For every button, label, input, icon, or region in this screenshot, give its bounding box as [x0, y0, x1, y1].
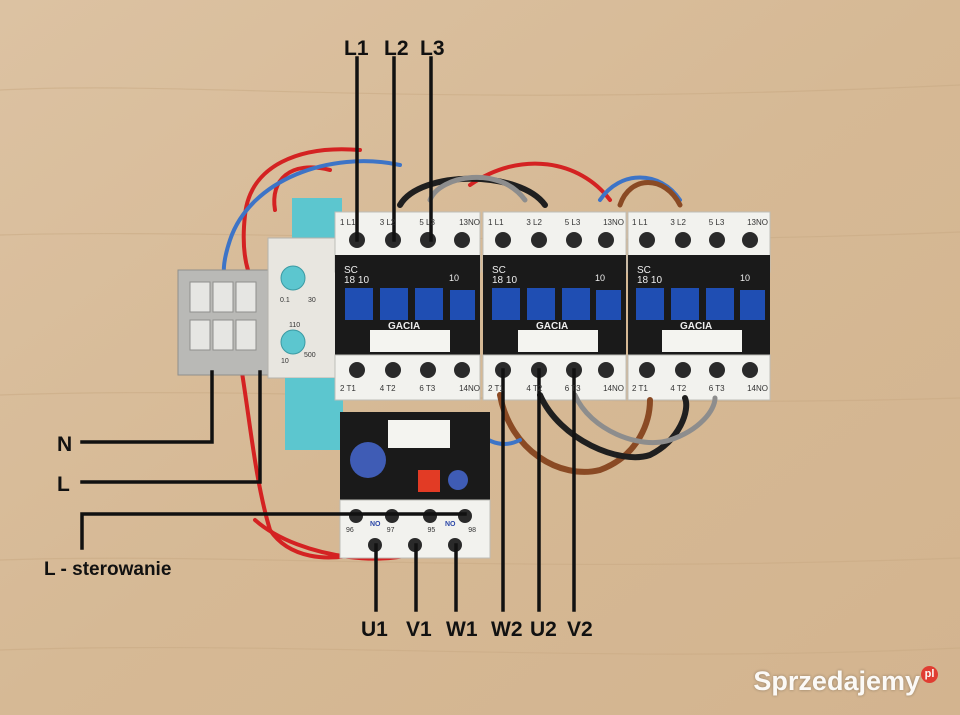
line-L-sterowanie: [80, 512, 467, 550]
terminal-label: 2 T1: [488, 384, 504, 393]
terminal-blocks: [177, 269, 279, 376]
red-wire-down-left: [238, 358, 352, 560]
terminal-label: 13NO: [747, 218, 768, 227]
label-N: N: [57, 433, 73, 456]
label-U1: U1: [361, 618, 388, 641]
terminal-label: 3 L2: [526, 218, 542, 227]
blue-wire-loop: [221, 159, 402, 282]
contactor-2-top-terminals: 1 L1 3 L2 5 L3 13NO: [488, 218, 624, 227]
terminal-label: 14NO: [747, 384, 768, 393]
contactor-2: [482, 211, 627, 401]
brown-wire-top-right: [617, 180, 683, 208]
overload-no-mark-1: NO: [370, 521, 381, 528]
label-W2: W2: [491, 618, 523, 641]
label-L-sterowanie: L - sterowanie: [44, 559, 172, 580]
terminal-label: 4 T2: [670, 384, 687, 393]
contactor-3-aux-mark: 10: [740, 273, 751, 283]
terminal-label: 5 L3: [708, 218, 725, 227]
overload-relay-terminals: 96 97 95 98: [346, 527, 476, 534]
contactor-3-brand: GACIA: [680, 321, 713, 332]
label-L2: L2: [384, 37, 409, 60]
timer-relay-module: [267, 198, 344, 450]
terminal-label: 4 T2: [379, 384, 396, 393]
terminal-label: 14NO: [603, 384, 624, 393]
contactor-1-top-terminals: 1 L1 3 L2 5 L3 13NO: [340, 218, 480, 227]
terminal-label: 1 L1: [488, 218, 504, 227]
terminal-label: 2 T1: [632, 384, 648, 393]
contactor-1-brand: GACIA: [388, 321, 421, 332]
label-L3: L3: [420, 37, 445, 60]
timer-mark-3: 110: [289, 322, 301, 329]
terminal-label: 13NO: [603, 218, 624, 227]
label-lines: [80, 56, 576, 612]
timer-mark-5: 500: [304, 352, 316, 359]
contactor-3: [627, 211, 771, 401]
contactor-2-aux-mark: 10: [595, 273, 606, 283]
terminal-label: 3 L2: [670, 218, 686, 227]
contactor-2-bottom-terminals: 2 T1 4 T2 6 T3 14NO: [488, 384, 624, 393]
terminal-label: 98: [468, 527, 476, 534]
timer-mark-4: 10: [281, 358, 289, 365]
contactor-2-brand: GACIA: [536, 321, 569, 332]
grey-wire-top: [427, 175, 528, 203]
line-N: [80, 370, 214, 444]
overload-relay: [339, 412, 491, 559]
black-wire-bottom: [537, 392, 690, 461]
red-wire-top-right: [468, 161, 612, 202]
terminal-label: 97: [386, 527, 395, 534]
timer-mark-2: 30: [308, 297, 316, 304]
label-L1: L1: [344, 37, 369, 60]
terminal-label: 2 T1: [340, 384, 356, 393]
terminal-label: 5 L3: [419, 218, 435, 227]
timer-mark-1: 0.1: [280, 297, 290, 304]
terminal-label: 14NO: [459, 384, 480, 393]
contactor-1: [334, 211, 481, 401]
terminal-label: 4 T2: [526, 384, 543, 393]
contactor-3-bottom-terminals: 2 T1 4 T2 6 T3 14NO: [632, 384, 768, 393]
terminal-label: 1 L1: [632, 218, 648, 227]
contactor-1-bottom-terminals: 2 T1 4 T2 6 T3 14NO: [340, 384, 480, 393]
contactor-1-aux-mark: 10: [449, 273, 460, 283]
overload-no-mark-2: NO: [445, 521, 456, 528]
line-L: [80, 370, 262, 484]
terminal-label: 1 L1: [340, 218, 356, 227]
watermark-text: Sprzedajemy: [753, 666, 920, 696]
terminal-label: 3 L2: [379, 218, 396, 227]
terminal-label: 13NO: [459, 218, 480, 227]
terminal-label: 5 L3: [564, 218, 581, 227]
brown-wire-bottom: [497, 392, 653, 475]
terminal-label: 6 T3: [419, 384, 436, 393]
terminal-label: 6 T3: [564, 384, 581, 393]
grey-wire-bottom: [572, 392, 718, 446]
terminal-label: 96: [346, 527, 354, 534]
label-V2: V2: [567, 618, 593, 641]
terminal-label: 6 T3: [708, 384, 725, 393]
label-L: L: [57, 473, 70, 496]
contactor-3-top-terminals: 1 L1 3 L2 5 L3 13NO: [632, 218, 768, 227]
wires-front: [468, 392, 718, 475]
terminal-label: 95: [427, 527, 436, 534]
label-W1: W1: [446, 618, 478, 641]
watermark-badge: pl: [921, 666, 938, 683]
label-V1: V1: [406, 618, 432, 641]
label-U2: U2: [530, 618, 557, 641]
